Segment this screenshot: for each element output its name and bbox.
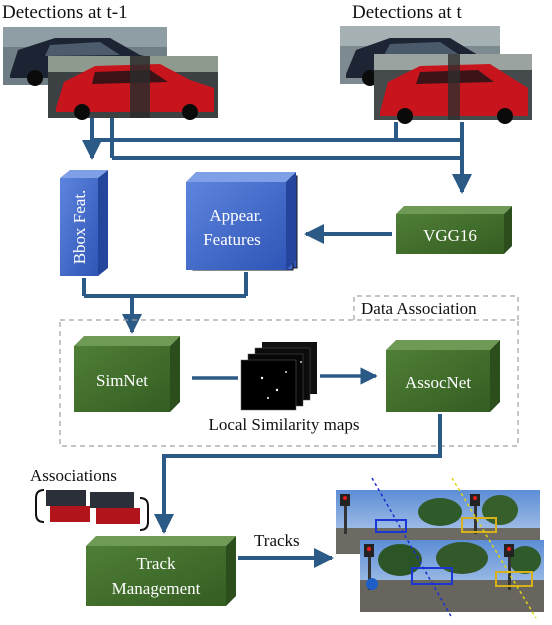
associations-matrix xyxy=(35,489,149,531)
track-management-label-line2: Management xyxy=(112,579,201,598)
top-connectors xyxy=(82,118,472,194)
tracks-scene-front xyxy=(360,540,544,612)
simnet-block: SimNet xyxy=(74,336,180,412)
data-association-label: Data Association xyxy=(361,299,477,318)
track-management-label-line1: Track xyxy=(136,554,176,573)
features-to-simnet-connector xyxy=(82,272,248,334)
vgg16-block: VGG16 xyxy=(396,206,512,254)
appear-features-label-line2: Features xyxy=(203,230,261,249)
detections-prev-label: Detections at t-1 xyxy=(2,2,128,23)
detections-curr-label: Detections at t xyxy=(352,2,462,23)
bbox-feat-block: Bbox Feat. xyxy=(60,170,108,276)
track-management-block: Track Management xyxy=(86,536,236,606)
detections-prev-images xyxy=(3,27,218,120)
associations-label: Associations xyxy=(30,466,117,485)
simnet-label: SimNet xyxy=(96,371,148,390)
car-crop-front-curr xyxy=(374,54,532,124)
tracks-label: Tracks xyxy=(254,531,300,550)
detections-curr-images xyxy=(340,26,532,124)
vgg16-label: VGG16 xyxy=(423,226,477,245)
data-association-region xyxy=(59,319,519,447)
appear-features-block: Appear. Features xyxy=(186,172,298,271)
assocnet-label: AssocNet xyxy=(405,373,471,392)
local-similarity-maps xyxy=(240,342,317,411)
assocnet-to-track-arrow xyxy=(154,414,442,534)
car-crop-front-prev xyxy=(48,56,218,120)
local-similarity-label: Local Similarity maps xyxy=(208,415,359,434)
bbox-feat-label: Bbox Feat. xyxy=(70,190,89,265)
assocnet-block: AssocNet xyxy=(386,340,500,412)
appear-features-label-line1: Appear. xyxy=(209,206,262,225)
blue-track-path xyxy=(371,477,453,619)
